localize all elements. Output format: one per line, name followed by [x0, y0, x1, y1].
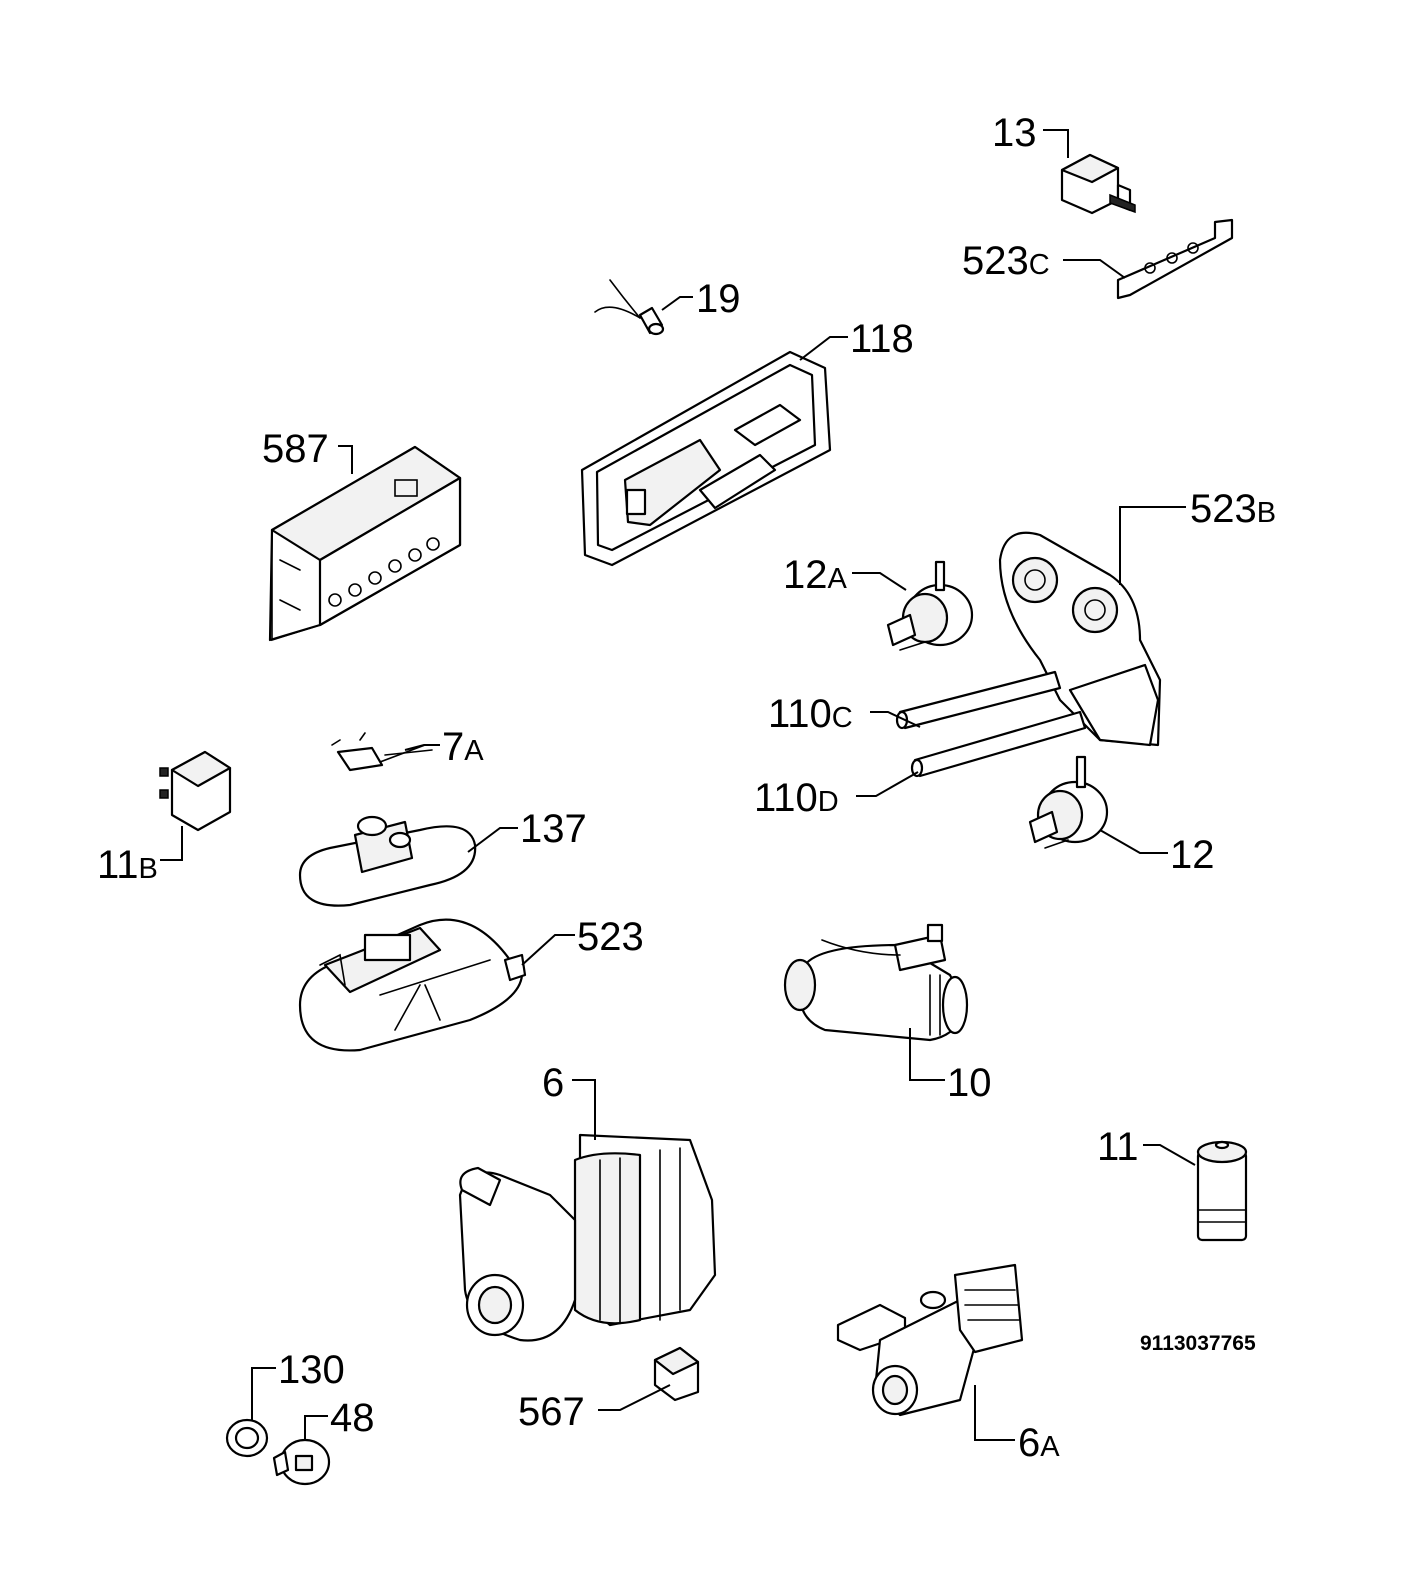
part-110c-tube — [895, 670, 1062, 730]
part-110d-tube — [910, 710, 1087, 778]
label-110d: 110D — [754, 776, 839, 820]
part-6a-drain-pump — [836, 1263, 1024, 1417]
label-118: 118 — [850, 317, 914, 361]
part-137-cover — [298, 815, 477, 907]
label-587: 587 — [262, 427, 329, 471]
part-567-clamp — [653, 1346, 700, 1402]
label-110c: 110C — [768, 692, 853, 736]
label-12a: 12A — [783, 553, 848, 597]
label-130: 130 — [278, 1348, 345, 1392]
label-19: 19 — [696, 277, 741, 321]
part-11-capacitor — [1196, 1140, 1248, 1242]
part-118-dispenser — [580, 350, 832, 567]
document-number: 9113037765 — [1140, 1332, 1256, 1355]
part-523b-pressure-housing — [998, 531, 1162, 747]
part-12-pressure-switch — [1028, 755, 1109, 849]
label-12: 12 — [1170, 833, 1215, 877]
label-11: 11 — [1097, 1125, 1139, 1169]
part-10-heater — [783, 923, 969, 1042]
label-137: 137 — [520, 807, 587, 851]
part-13-switch — [1060, 153, 1136, 215]
label-7a: 7A — [442, 725, 484, 769]
part-48-plug — [272, 1438, 331, 1486]
label-10: 10 — [947, 1061, 992, 1105]
part-6-pump-motor — [458, 1133, 717, 1342]
part-12a-pressure-switch — [886, 560, 974, 651]
label-523b: 523B — [1190, 487, 1276, 531]
label-6: 6 — [542, 1061, 564, 1105]
part-19-sensor — [594, 279, 665, 336]
part-523c-bracket — [1116, 218, 1234, 300]
label-48: 48 — [330, 1396, 375, 1440]
label-11b: 11B — [97, 843, 158, 887]
label-523c: 523C — [962, 239, 1050, 283]
part-130-seal — [225, 1418, 269, 1458]
label-567: 567 — [518, 1390, 585, 1434]
part-587-control-board — [268, 445, 462, 642]
part-11b-relay — [159, 750, 232, 832]
label-13: 13 — [992, 111, 1037, 155]
part-7a-clip — [331, 732, 433, 772]
part-523-base-housing — [298, 918, 527, 1052]
label-523: 523 — [577, 915, 644, 959]
label-6a: 6A — [1018, 1421, 1060, 1465]
